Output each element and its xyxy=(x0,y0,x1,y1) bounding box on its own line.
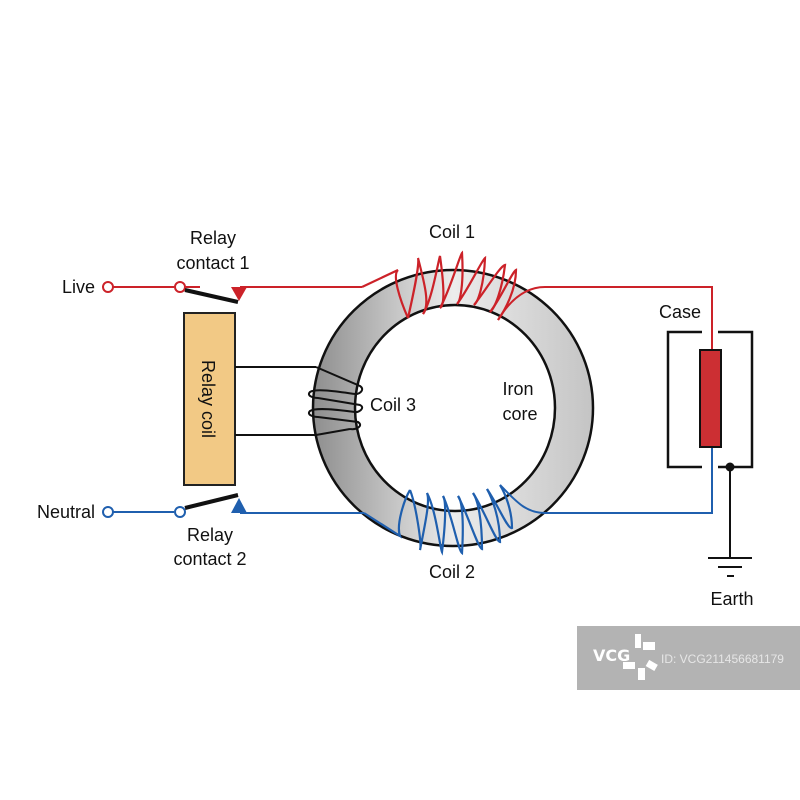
live-terminal xyxy=(102,281,114,293)
relay-contact-2-label-line1: Relay xyxy=(187,525,233,545)
relay-contact-1-label-line2: contact 1 xyxy=(176,253,249,273)
relay-contact-2-arrow xyxy=(231,498,247,513)
earth-junction xyxy=(725,462,735,472)
relay-contact-2-switch xyxy=(184,493,239,510)
iron-core-toroid xyxy=(311,268,595,548)
case-label: Case xyxy=(659,302,701,322)
neutral-label: Neutral xyxy=(37,502,95,522)
watermark-burst-icon xyxy=(623,634,658,680)
earth-symbol xyxy=(708,467,752,577)
relay-contact-1-pivot xyxy=(174,281,186,293)
coil-2-windings xyxy=(363,484,514,556)
coil-3-windings xyxy=(235,366,364,436)
case-enclosure xyxy=(666,330,754,469)
relay-coil-label: Relay coil xyxy=(198,360,218,438)
relay-contact-2-label-line2: contact 2 xyxy=(173,549,246,569)
neutral-wire xyxy=(113,447,713,514)
live-label: Live xyxy=(62,277,95,297)
relay-contact-1-arrow xyxy=(231,287,247,301)
coil-1-windings xyxy=(361,250,518,321)
relay-contact-2-pivot xyxy=(174,506,186,518)
coil-2-label: Coil 2 xyxy=(429,562,475,582)
watermark-id: ID: VCG211456681179 xyxy=(661,652,784,666)
relay-contact-1-label-line1: Relay xyxy=(190,228,236,248)
earth-label: Earth xyxy=(710,589,753,609)
neutral-terminal xyxy=(102,506,114,518)
watermark: VCG ID: VCG211456681179 xyxy=(577,626,800,690)
iron-core-label-line2: core xyxy=(502,404,537,424)
coil-3-label: Coil 3 xyxy=(370,395,416,415)
coil-1-label: Coil 1 xyxy=(429,222,475,242)
relay-coil-box xyxy=(183,312,236,486)
case-element xyxy=(699,349,722,448)
watermark-logo: VCG xyxy=(593,646,631,665)
iron-core-label-line1: Iron xyxy=(502,379,533,399)
relay-contact-1-switch xyxy=(184,288,239,304)
